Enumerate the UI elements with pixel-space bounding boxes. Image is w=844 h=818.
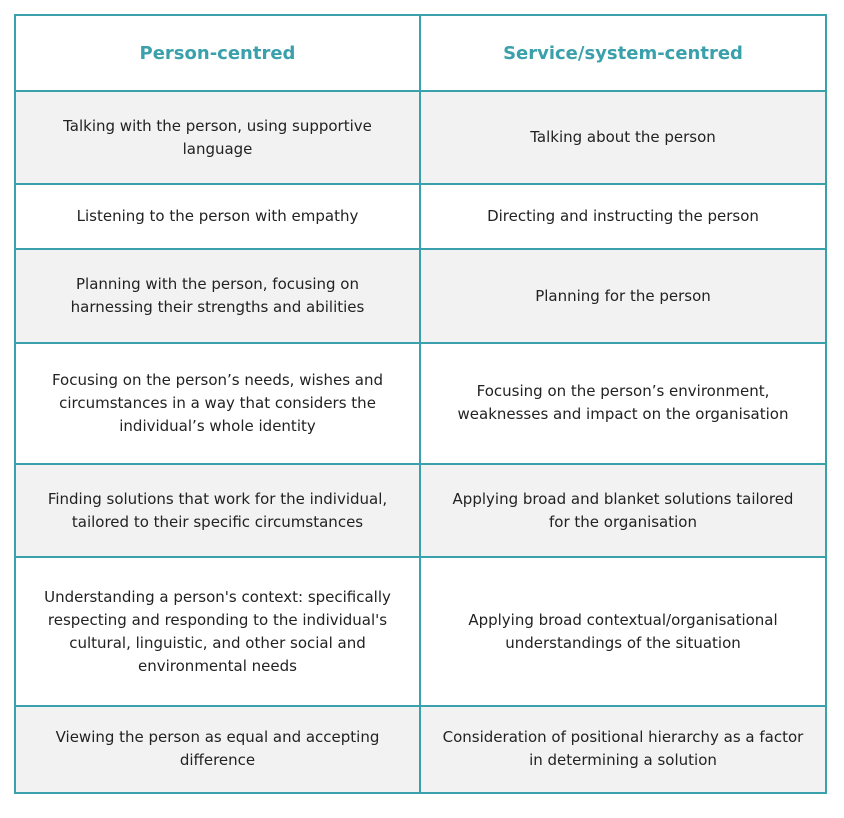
table-row: Understanding a person's context: specif… xyxy=(14,556,827,707)
service-centred-cell: Focusing on the person’s environment, we… xyxy=(419,341,827,466)
service-centred-cell: Applying broad contextual/organisational… xyxy=(419,556,827,707)
service-centred-cell: Talking about the person xyxy=(419,89,827,186)
person-centred-cell: Finding solutions that work for the indi… xyxy=(14,463,421,559)
service-centred-cell: Applying broad and blanket solutions tai… xyxy=(419,463,827,559)
service-centred-cell: Consideration of positional hierarchy as… xyxy=(419,704,827,795)
service-centred-cell: Planning for the person xyxy=(419,248,827,344)
table-row: Listening to the person with empathy Dir… xyxy=(14,183,827,251)
comparison-table: Person-centred Service/system-centred Ta… xyxy=(14,14,827,795)
header-service-system-centred: Service/system-centred xyxy=(419,14,827,92)
table-row: Viewing the person as equal and acceptin… xyxy=(14,704,827,795)
person-centred-cell: Focusing on the person’s needs, wishes a… xyxy=(14,341,421,466)
table-row: Finding solutions that work for the indi… xyxy=(14,463,827,559)
table-row: Planning with the person, focusing on ha… xyxy=(14,248,827,344)
person-centred-cell: Planning with the person, focusing on ha… xyxy=(14,248,421,344)
person-centred-cell: Viewing the person as equal and acceptin… xyxy=(14,704,421,795)
header-row: Person-centred Service/system-centred xyxy=(14,14,827,92)
table-row: Talking with the person, using supportiv… xyxy=(14,89,827,186)
person-centred-cell: Listening to the person with empathy xyxy=(14,183,421,251)
service-centred-cell: Directing and instructing the person xyxy=(419,183,827,251)
person-centred-cell: Understanding a person's context: specif… xyxy=(14,556,421,707)
header-person-centred: Person-centred xyxy=(14,14,421,92)
table-row: Focusing on the person’s needs, wishes a… xyxy=(14,341,827,466)
person-centred-cell: Talking with the person, using supportiv… xyxy=(14,89,421,186)
